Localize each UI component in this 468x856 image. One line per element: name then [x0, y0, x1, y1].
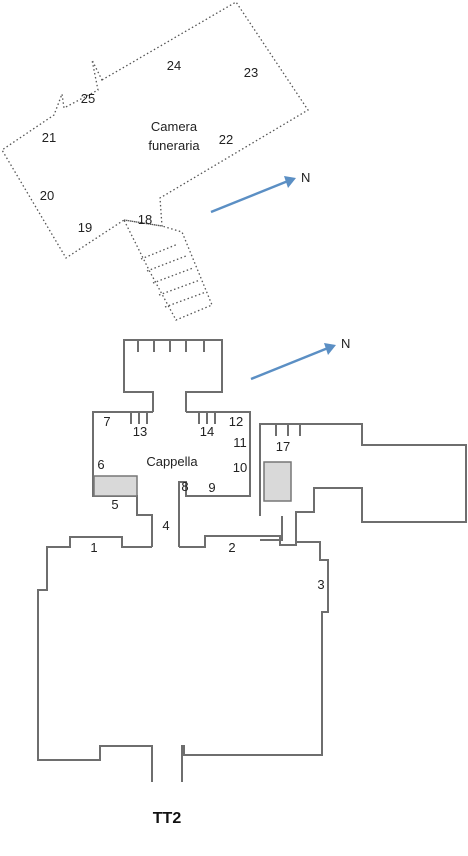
burial-number-24: 24: [167, 58, 181, 73]
burial-number-23: 23: [244, 65, 258, 80]
inner-shrine-walls: [123, 339, 223, 412]
burial-chamber-plan: Camera funeraria 18 19 20 21 22 23 24 25: [1, 1, 309, 321]
chapel-number-14: 14: [200, 424, 214, 439]
chapel-number-7: 7: [103, 414, 110, 429]
chapel-number-2: 2: [228, 540, 235, 555]
chapel-number-4: 4: [162, 518, 169, 533]
tomb-title: TT2: [153, 810, 182, 827]
north-label-upper: N: [301, 170, 310, 185]
north-arrow-upper: N: [210, 170, 310, 214]
chapel-name: Cappella: [146, 454, 198, 469]
chapel-number-12: 12: [229, 414, 243, 429]
chapel-number-13: 13: [133, 424, 147, 439]
chapel-number-10: 10: [233, 460, 247, 475]
chapel-number-17: 17: [276, 439, 290, 454]
chapel-number-11: 11: [233, 435, 247, 450]
shaded-feature-5: [93, 475, 138, 497]
burial-number-20: 20: [40, 188, 54, 203]
shrine-niches: [137, 340, 205, 352]
north-label-lower: N: [341, 336, 350, 351]
courtyard-walls: [37, 536, 153, 782]
burial-number-25: 25: [81, 91, 95, 106]
burial-number-21: 21: [42, 130, 56, 145]
shaded-feature-17: [263, 461, 292, 502]
north-arrow-lower: N: [250, 336, 350, 381]
burial-number-18: 18: [138, 212, 152, 227]
chapel-number-3: 3: [317, 577, 324, 592]
burial-chamber-name-2: funeraria: [148, 138, 200, 153]
chapel-plan: [37, 339, 467, 782]
chapel-number-5: 5: [111, 497, 118, 512]
burial-chamber-name-1: Camera: [151, 119, 198, 134]
chapel-number-9: 9: [208, 480, 215, 495]
room-17-walls: [259, 423, 467, 542]
chapel-number-8: 8: [181, 479, 188, 494]
burial-chamber-stairs: [122, 219, 213, 321]
chapel-number-6: 6: [97, 457, 104, 472]
chapel-number-1: 1: [90, 540, 97, 555]
burial-number-19: 19: [78, 220, 92, 235]
burial-number-22: 22: [219, 132, 233, 147]
